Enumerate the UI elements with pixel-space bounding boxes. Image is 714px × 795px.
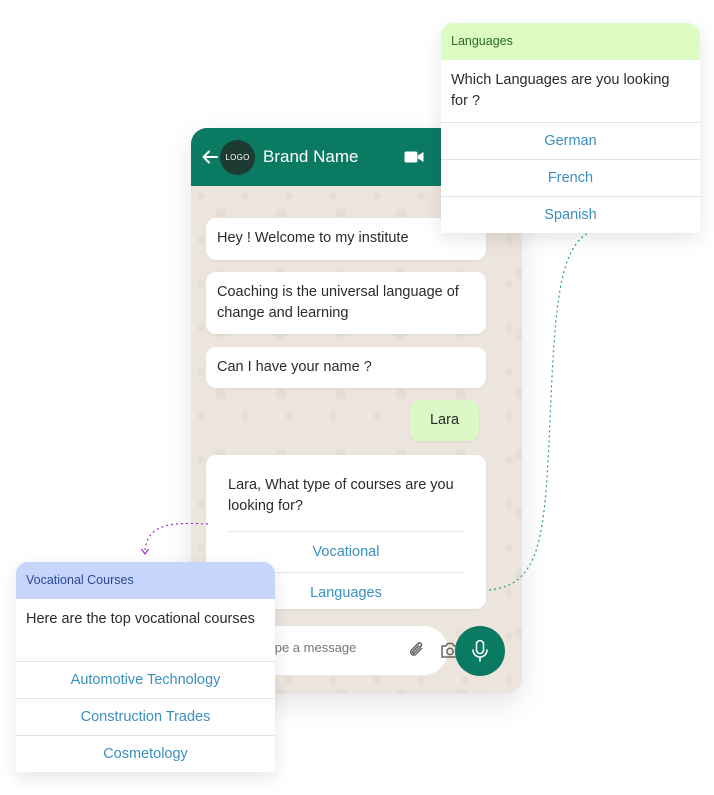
option-construction-trades[interactable]: Construction Trades: [16, 698, 275, 735]
message-ask-name: Can I have your name ?: [206, 347, 486, 388]
video-icon[interactable]: [404, 150, 424, 164]
back-arrow-icon[interactable]: [201, 148, 219, 166]
vocational-tag: Vocational Courses: [16, 562, 275, 599]
message-input[interactable]: [261, 640, 381, 655]
option-german[interactable]: German: [441, 122, 700, 159]
vocational-card: Vocational Courses Here are the top voca…: [16, 562, 275, 772]
course-question-text: Lara, What type of courses are you looki…: [228, 477, 454, 514]
option-french[interactable]: French: [441, 159, 700, 196]
paperclip-icon[interactable]: [407, 640, 427, 660]
microphone-icon: [472, 639, 488, 662]
languages-card: Languages Which Languages are you lookin…: [441, 23, 700, 233]
message-coaching: Coaching is the universal language of ch…: [206, 272, 486, 334]
languages-tag: Languages: [441, 23, 700, 60]
brand-name: Brand Name: [263, 147, 359, 166]
option-vocational[interactable]: Vocational: [228, 531, 464, 572]
camera-icon[interactable]: [440, 641, 460, 659]
message-user-reply: Lara: [410, 400, 479, 441]
option-automotive-technology[interactable]: Automotive Technology: [16, 661, 275, 698]
brand-logo: LOGO: [220, 140, 255, 175]
option-languages[interactable]: Languages: [228, 572, 464, 613]
option-spanish[interactable]: Spanish: [441, 196, 700, 233]
connector-vocational-arrow: [141, 548, 149, 556]
languages-question: Which Languages are you looking for ?: [451, 72, 670, 109]
message-welcome: Hey ! Welcome to my institute: [206, 218, 486, 260]
microphone-button[interactable]: [455, 626, 505, 676]
option-cosmetology[interactable]: Cosmetology: [16, 735, 275, 772]
vocational-message: Here are the top vocational courses: [26, 611, 255, 627]
